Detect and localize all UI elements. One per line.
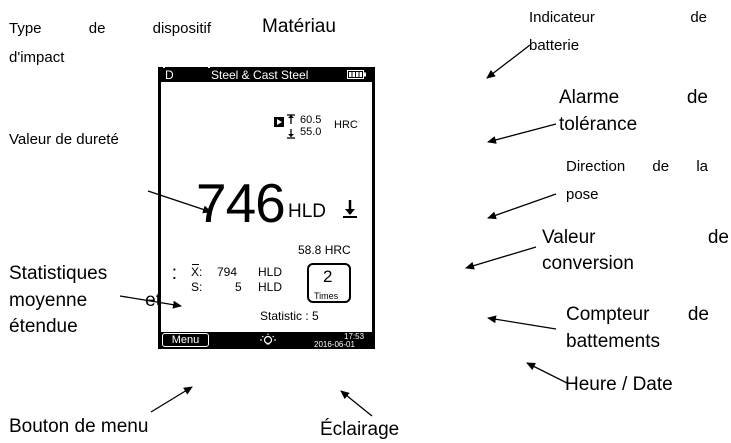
mean-value: 794 <box>217 265 238 279</box>
range-label: S: <box>191 280 203 294</box>
mean-unit: HLD <box>258 265 283 279</box>
counter-label: Times <box>314 291 339 301</box>
callout-lighting: Éclairage <box>320 419 400 440</box>
counter-value: 2 <box>323 267 333 286</box>
arrow-tolerance <box>487 123 557 144</box>
impact-type-frame <box>163 57 210 68</box>
down-arrow-icon <box>343 200 357 218</box>
menu-button-label: Menu <box>171 334 200 346</box>
bulb-icon[interactable] <box>259 333 277 347</box>
callout-time-date: Heure / Date <box>565 374 673 395</box>
arrow-lighting <box>340 390 373 417</box>
material-value: Steel & Cast Steel <box>211 68 309 82</box>
tolerance-lower-value: 55.0 <box>300 126 322 138</box>
tolerance-arrows-icon <box>287 114 295 139</box>
range-value: 5 <box>235 280 242 294</box>
mean-label: X: <box>191 265 203 279</box>
arrow-battery <box>486 44 531 79</box>
menu-button[interactable]: Menu <box>162 333 209 347</box>
arrow-direction <box>487 193 557 220</box>
callout-hardness: Valeur de dureté <box>9 131 119 148</box>
hardness-unit: HLD <box>288 201 327 222</box>
battery-icon <box>347 70 366 79</box>
arrow-menu-button <box>150 386 193 413</box>
callout-menu-button: Bouton de menu <box>9 416 149 437</box>
tolerance-upper-value: 60.5 <box>300 114 322 126</box>
date-value: 2016-06-01 <box>314 340 355 349</box>
callout-material: Matériau <box>262 16 336 37</box>
tolerance-unit: HRC <box>334 119 358 131</box>
hardness-value: 746 <box>196 172 286 234</box>
arrow-time-date <box>526 362 568 384</box>
impact-counter <box>307 263 351 303</box>
impact-type-value: D <box>165 68 174 82</box>
statistic-text: Statistic : 5 <box>260 309 319 323</box>
mean-bar <box>192 264 199 265</box>
conversion-value: 58.8 HRC <box>298 243 351 257</box>
bottom-bar: Menu 17:53 2016-06-01 <box>158 332 375 349</box>
arrow-counter <box>487 315 557 330</box>
range-unit: HLD <box>258 280 283 294</box>
arrow-conversion <box>465 246 537 270</box>
time-value: 17:53 <box>344 332 365 341</box>
alarm-flag-icon <box>274 117 284 127</box>
status-bar: D Steel & Cast Steel <box>158 67 375 82</box>
